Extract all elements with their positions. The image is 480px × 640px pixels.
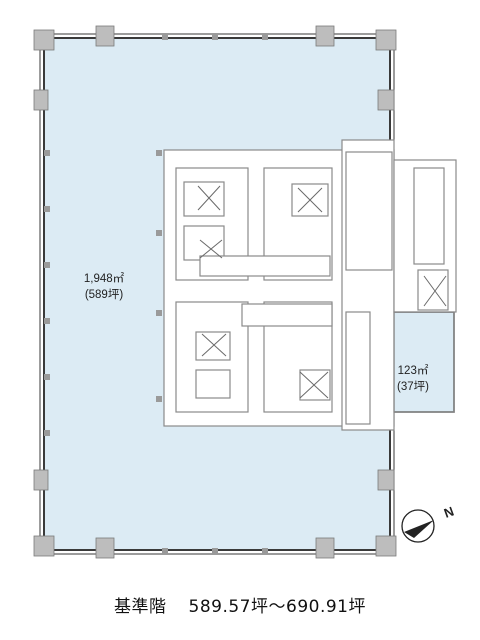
floor-name: 基準階 [114,597,167,617]
floor-area-range: 589.57坪～690.91坪 [188,597,366,617]
elevator-shafts [197,185,447,399]
main-office-area-label: 1,948㎡ [84,272,125,285]
sub-office-area-label: 123㎡ [398,364,429,377]
sub-office-tsubo-label: (37坪) [397,380,429,393]
floor-plan: 1,948㎡ (589坪) 123㎡ (37坪) N [33,25,457,559]
mullions [44,34,268,554]
compass-icon: N [401,504,456,543]
building-core [163,139,457,431]
floor-caption: 基準階 589.57坪～690.91坪 [0,592,480,617]
main-office-tsubo-label: (589坪) [85,288,124,301]
compass-north-label: N [442,504,456,521]
pillars [33,25,397,559]
